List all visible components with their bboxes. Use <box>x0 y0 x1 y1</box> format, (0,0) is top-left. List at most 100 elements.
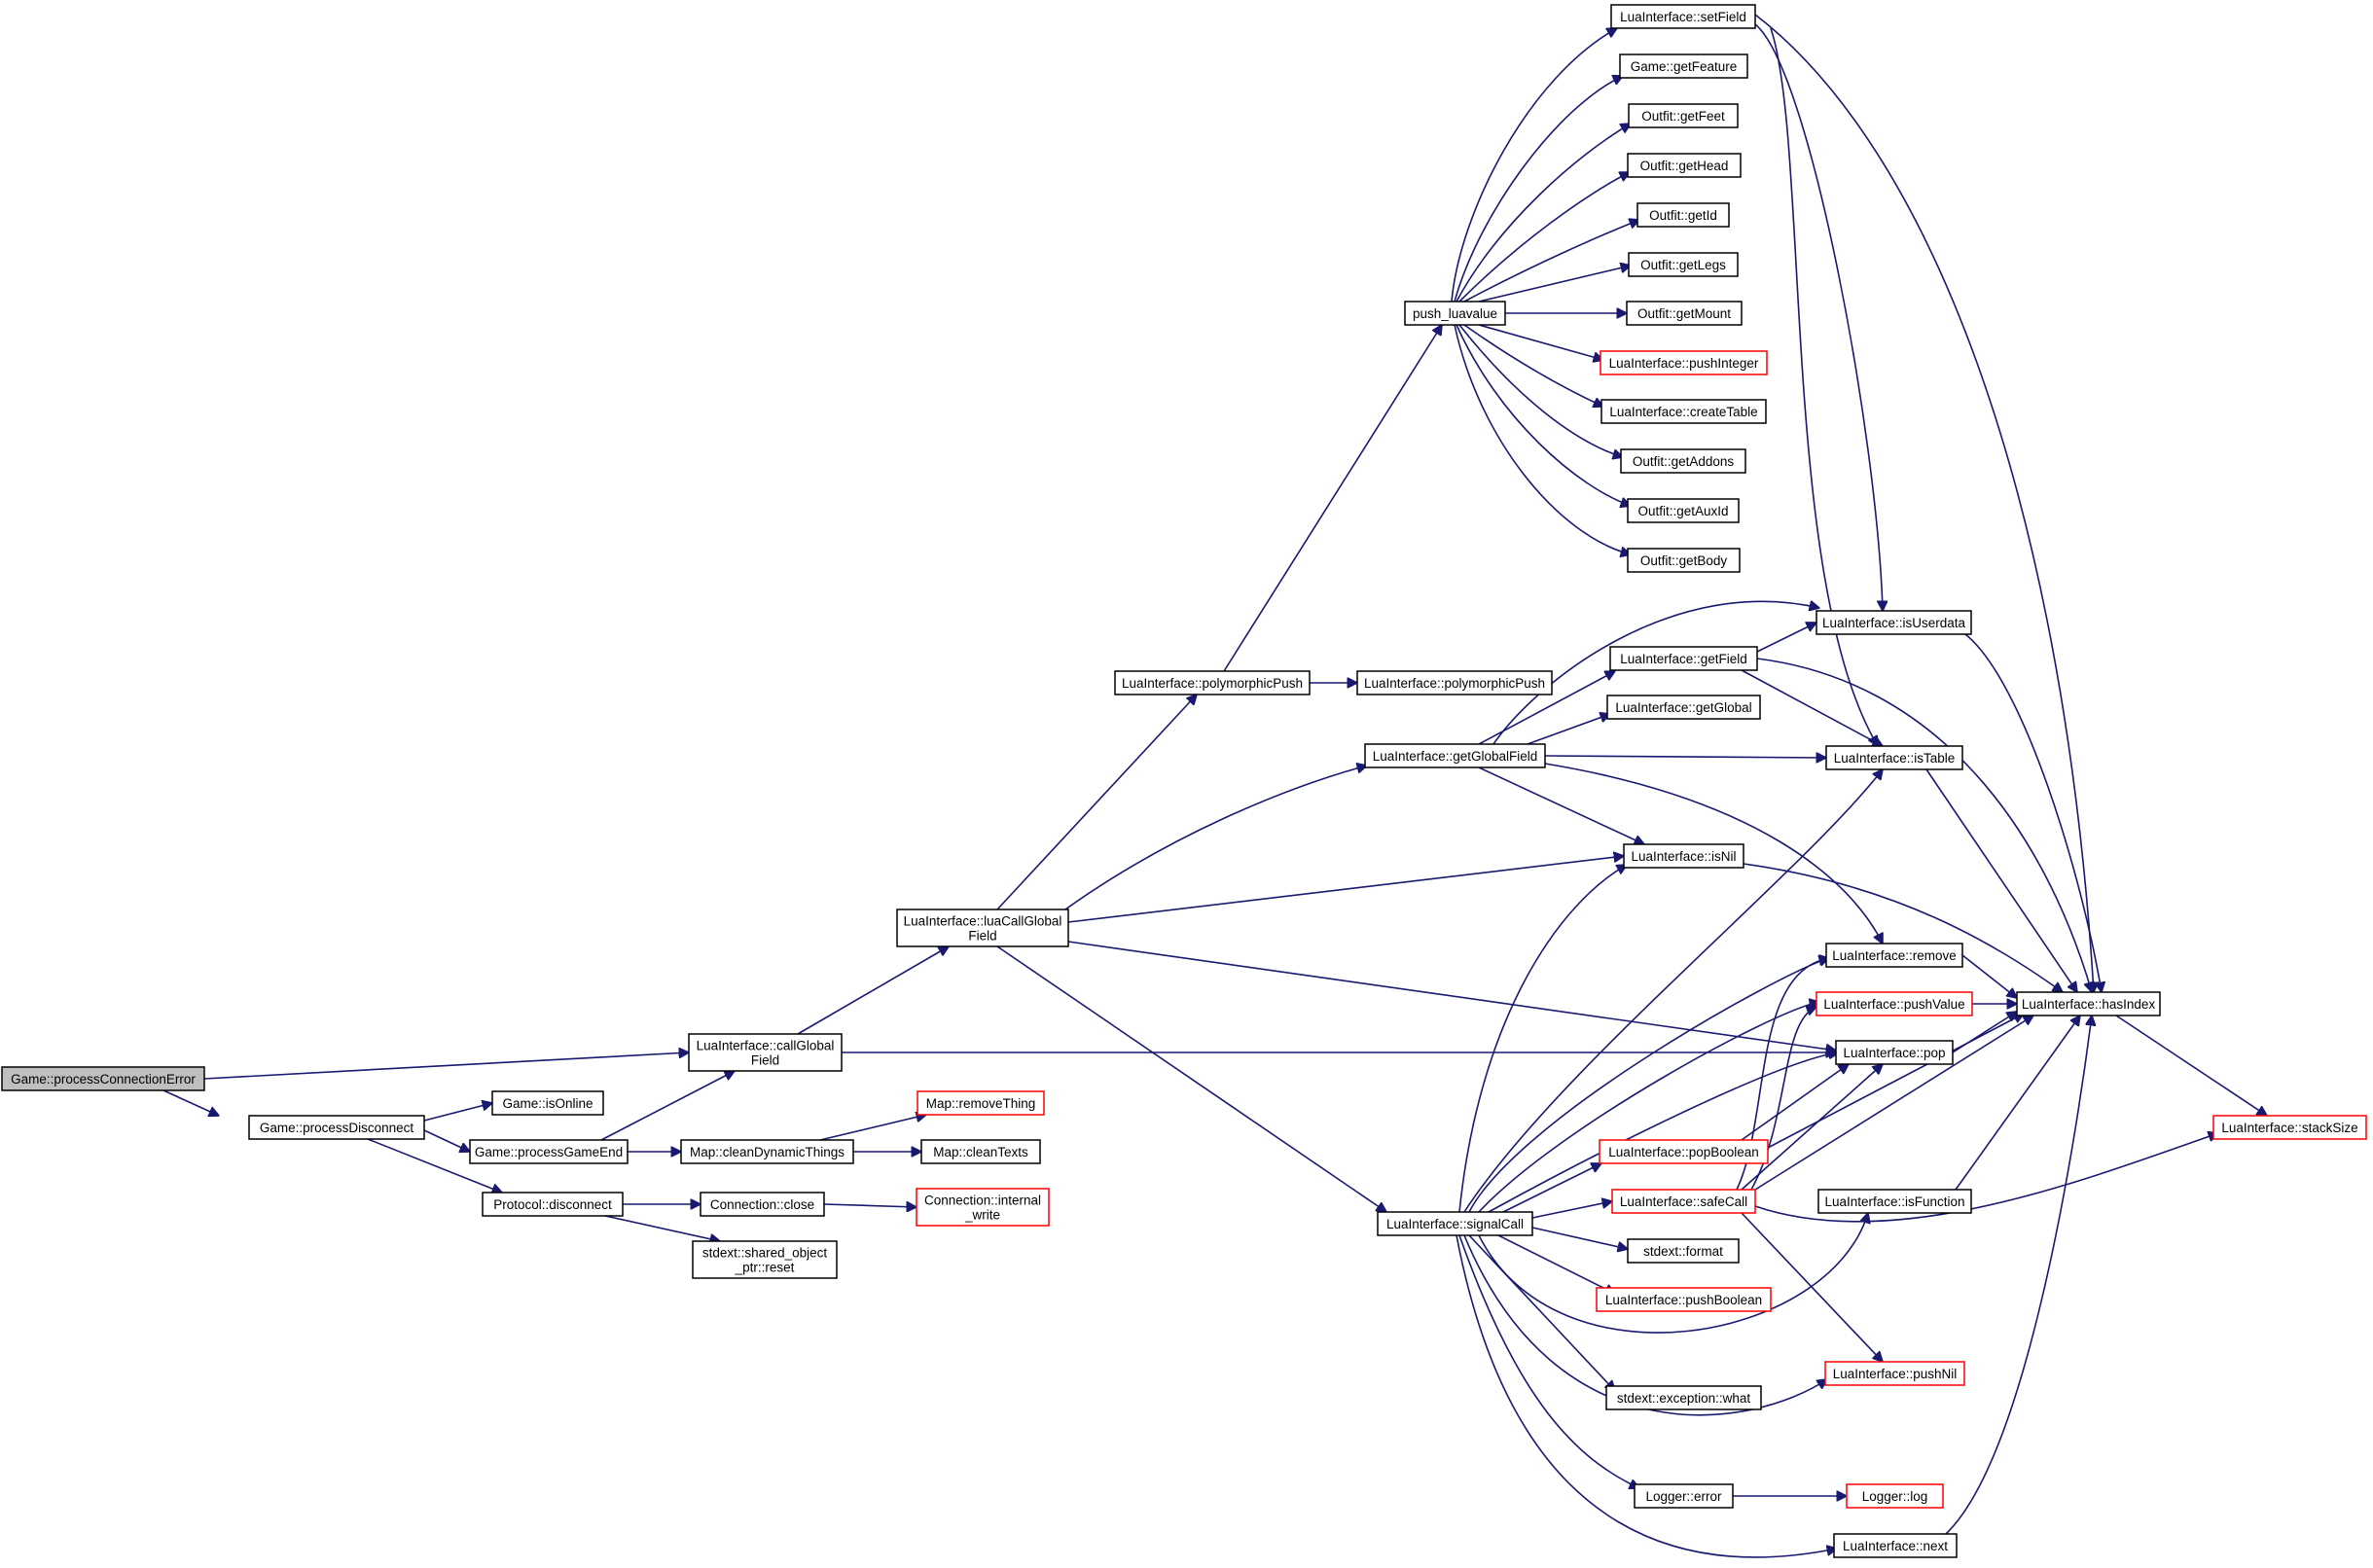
graph-node-gadd[interactable]: Outfit::getAddons <box>1620 448 1746 474</box>
node-box-pushbool[interactable] <box>1596 1287 1772 1312</box>
graph-node-rem[interactable]: LuaInterface::remove <box>1825 943 1963 968</box>
graph-node-pint[interactable]: LuaInterface::pushInteger <box>1600 350 1768 375</box>
node-box-plv[interactable] <box>1404 301 1506 326</box>
graph-node-root[interactable]: Game::processConnectionError <box>1 1066 205 1091</box>
graph-node-pbool[interactable]: LuaInterface::popBoolean <box>1599 1139 1769 1164</box>
graph-node-next[interactable]: LuaInterface::next <box>1833 1533 1958 1558</box>
node-box-ciw[interactable] <box>916 1188 1050 1227</box>
graph-node-gbody[interactable]: Outfit::getBody <box>1627 548 1741 573</box>
graph-node-rt[interactable]: Map::removeThing <box>917 1090 1045 1116</box>
graph-node-gmount[interactable]: Outfit::getMount <box>1626 301 1743 326</box>
node-box-next[interactable] <box>1833 1533 1958 1558</box>
graph-node-exwhat[interactable]: stdext::exception::what <box>1605 1385 1762 1410</box>
node-box-pop[interactable] <box>1835 1040 1954 1065</box>
graph-node-pnil[interactable]: LuaInterface::pushNil <box>1824 1361 1965 1386</box>
node-box-cgf[interactable] <box>688 1033 843 1072</box>
node-box-sf[interactable] <box>1610 4 1756 29</box>
node-box-ssize[interactable] <box>2212 1115 2367 1140</box>
graph-node-gfeet[interactable]: Outfit::getFeet <box>1628 103 1739 128</box>
node-box-lcgf[interactable] <box>896 909 1069 947</box>
node-box-io[interactable] <box>491 1090 604 1116</box>
graph-node-io[interactable]: Game::isOnline <box>491 1090 604 1116</box>
graph-node-isud[interactable]: LuaInterface::isUserdata <box>1816 610 1972 635</box>
graph-node-lerr[interactable]: Logger::error <box>1634 1483 1734 1509</box>
graph-node-gaux[interactable]: Outfit::getAuxId <box>1627 498 1740 523</box>
node-box-ctab[interactable] <box>1600 399 1767 424</box>
node-box-llog[interactable] <box>1846 1483 1944 1509</box>
graph-node-isnil[interactable]: LuaInterface::isNil <box>1623 843 1744 869</box>
node-box-gfield[interactable] <box>1609 646 1758 671</box>
graph-node-pp2[interactable]: LuaInterface::polymorphicPush <box>1356 670 1553 695</box>
graph-node-glegs[interactable]: Outfit::getLegs <box>1628 252 1739 277</box>
graph-node-sor[interactable]: stdext::shared_object_ptr::reset <box>692 1240 838 1279</box>
node-box-ct[interactable] <box>920 1139 1041 1164</box>
node-box-isud[interactable] <box>1816 610 1972 635</box>
node-box-gaux[interactable] <box>1627 498 1740 523</box>
graph-node-sc[interactable]: LuaInterface::signalCall <box>1377 1211 1533 1236</box>
node-box-pp2[interactable] <box>1356 670 1553 695</box>
graph-node-scall[interactable]: LuaInterface::safeCall <box>1611 1189 1756 1214</box>
node-box-sfmt[interactable] <box>1627 1238 1740 1264</box>
node-box-pnil[interactable] <box>1824 1361 1965 1386</box>
node-box-root[interactable] <box>1 1066 205 1091</box>
graph-node-ghead[interactable]: Outfit::getHead <box>1627 153 1742 178</box>
node-box-rt[interactable] <box>917 1090 1045 1116</box>
graph-node-hidx[interactable]: LuaInterface::hasIndex <box>2016 991 2161 1016</box>
graph-node-plv[interactable]: push_luavalue <box>1404 301 1506 326</box>
graph-node-isfn[interactable]: LuaInterface::isFunction <box>1817 1189 1972 1214</box>
node-box-pint[interactable] <box>1600 350 1768 375</box>
graph-node-pdis[interactable]: Protocol::disconnect <box>482 1192 624 1217</box>
graph-node-pop[interactable]: LuaInterface::pop <box>1835 1040 1954 1065</box>
node-box-gid[interactable] <box>1636 202 1730 228</box>
graph-node-sfmt[interactable]: stdext::format <box>1627 1238 1740 1264</box>
graph-node-istab[interactable]: LuaInterface::isTable <box>1825 745 1963 770</box>
node-box-gfeet[interactable] <box>1628 103 1739 128</box>
node-box-pbool[interactable] <box>1599 1139 1769 1164</box>
graph-node-ct[interactable]: Map::cleanTexts <box>920 1139 1041 1164</box>
node-box-sc[interactable] <box>1377 1211 1533 1236</box>
node-box-ghead[interactable] <box>1627 153 1742 178</box>
node-box-pval[interactable] <box>1816 991 1973 1016</box>
graph-node-sf[interactable]: LuaInterface::setField <box>1610 4 1756 29</box>
node-box-gmount[interactable] <box>1626 301 1743 326</box>
graph-node-ciw[interactable]: Connection::internal_write <box>916 1188 1050 1227</box>
node-box-rem[interactable] <box>1825 943 1963 968</box>
node-box-gbody[interactable] <box>1627 548 1741 573</box>
node-box-pge[interactable] <box>469 1139 629 1164</box>
node-box-exwhat[interactable] <box>1605 1385 1762 1410</box>
graph-node-llog[interactable]: Logger::log <box>1846 1483 1944 1509</box>
graph-node-ctab[interactable]: LuaInterface::createTable <box>1600 399 1767 424</box>
graph-node-gid[interactable]: Outfit::getId <box>1636 202 1730 228</box>
node-box-hidx[interactable] <box>2016 991 2161 1016</box>
node-box-ggf[interactable] <box>1364 743 1546 768</box>
graph-node-gglobal[interactable]: LuaInterface::getGlobal <box>1606 695 1761 720</box>
node-box-pdis[interactable] <box>482 1192 624 1217</box>
node-box-cc[interactable] <box>700 1192 825 1217</box>
graph-node-pp1[interactable]: LuaInterface::polymorphicPush <box>1114 670 1311 695</box>
node-box-pd[interactable] <box>248 1115 425 1140</box>
graph-node-gfe[interactable]: Game::getFeature <box>1619 53 1748 79</box>
graph-node-pge[interactable]: Game::processGameEnd <box>469 1139 629 1164</box>
node-box-cdt[interactable] <box>680 1139 854 1164</box>
node-box-glegs[interactable] <box>1628 252 1739 277</box>
node-box-isfn[interactable] <box>1817 1189 1972 1214</box>
graph-node-pval[interactable]: LuaInterface::pushValue <box>1816 991 1973 1016</box>
node-box-gglobal[interactable] <box>1606 695 1761 720</box>
graph-node-ssize[interactable]: LuaInterface::stackSize <box>2212 1115 2367 1140</box>
node-box-gfe[interactable] <box>1619 53 1748 79</box>
node-box-lerr[interactable] <box>1634 1483 1734 1509</box>
graph-node-pushbool[interactable]: LuaInterface::pushBoolean <box>1596 1287 1772 1312</box>
node-box-pp1[interactable] <box>1114 670 1311 695</box>
node-box-gadd[interactable] <box>1620 448 1746 474</box>
graph-node-ggf[interactable]: LuaInterface::getGlobalField <box>1364 743 1546 768</box>
node-box-sor[interactable] <box>692 1240 838 1279</box>
graph-node-gfield[interactable]: LuaInterface::getField <box>1609 646 1758 671</box>
graph-node-pd[interactable]: Game::processDisconnect <box>248 1115 425 1140</box>
node-box-isnil[interactable] <box>1623 843 1744 869</box>
graph-node-cdt[interactable]: Map::cleanDynamicThings <box>680 1139 854 1164</box>
node-box-istab[interactable] <box>1825 745 1963 770</box>
graph-node-cc[interactable]: Connection::close <box>700 1192 825 1217</box>
node-box-scall[interactable] <box>1611 1189 1756 1214</box>
